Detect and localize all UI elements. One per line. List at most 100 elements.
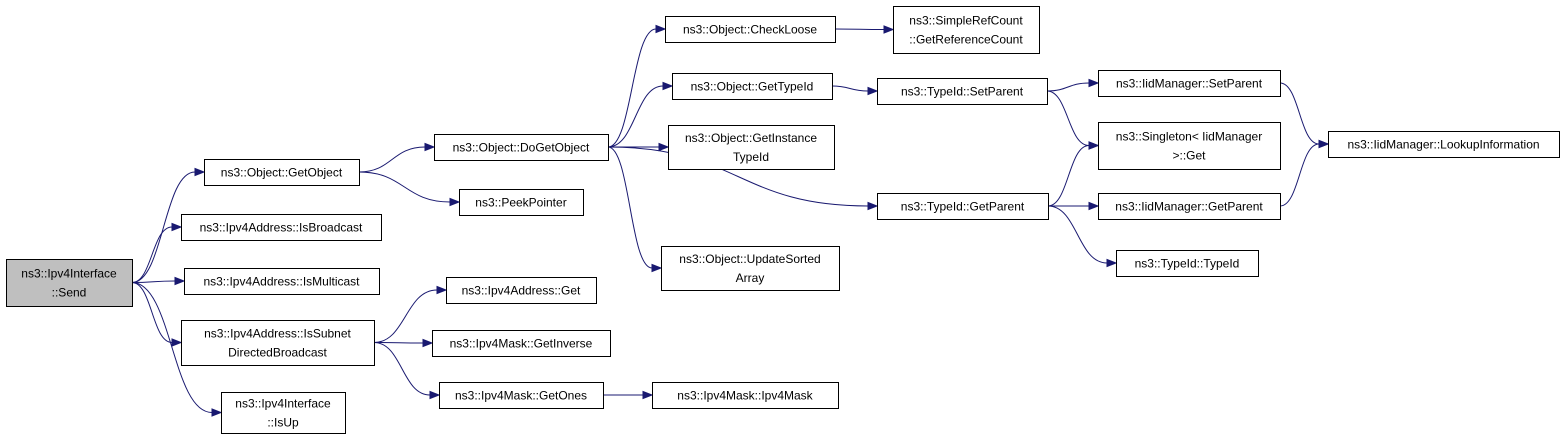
edge-line — [831, 85, 869, 92]
edge-typeidgetparent-to-iidgetparent — [1048, 201, 1100, 211]
edge-arrowhead — [1088, 201, 1100, 211]
node-label: ns3::IidManager::SetParent — [1116, 77, 1263, 91]
edge-line — [1279, 82, 1320, 145]
edge-arrowhead — [194, 167, 206, 177]
edge-checkloose-to-getrefcount — [834, 25, 895, 34]
node-ipv4mask[interactable]: ns3::Ipv4Mask::Ipv4Mask — [652, 382, 839, 409]
node-label: ns3::Ipv4Address::IsSubnet — [204, 327, 351, 341]
node-iidsetparent[interactable]: ns3::IidManager::SetParent — [1098, 70, 1281, 97]
edge-send-to-getobject — [131, 167, 206, 283]
edges-layer — [131, 24, 1330, 417]
node-singletonget[interactable]: ns3::Singleton< IidManager>::Get — [1098, 122, 1281, 170]
node-box — [877, 193, 1049, 220]
edge-arrowhead — [171, 338, 183, 347]
node-isup[interactable]: ns3::Ipv4Interface::IsUp — [221, 392, 346, 434]
node-box — [877, 78, 1048, 105]
node-box — [439, 382, 604, 409]
node-addrget[interactable]: ns3::Ipv4Address::Get — [446, 277, 597, 304]
edge-dogetobject-to-updatesorted — [607, 146, 663, 273]
edge-send-to-isbroadcast — [131, 222, 183, 283]
edge-iidsetparent-to-lookupinfo — [1279, 82, 1330, 149]
node-typeidtypeid[interactable]: ns3::TypeId::TypeId — [1116, 250, 1259, 277]
edge-arrowhead — [174, 276, 186, 286]
edge-send-to-isup — [131, 282, 223, 417]
node-typeidgetparent[interactable]: ns3::TypeId::GetParent — [877, 193, 1049, 220]
edge-arrowhead — [658, 142, 670, 152]
node-getinverse[interactable]: ns3::Ipv4Mask::GetInverse — [432, 330, 611, 357]
node-box — [672, 73, 833, 100]
edge-line — [358, 171, 451, 203]
node-label: ns3::Object::CheckLoose — [683, 23, 817, 37]
node-box — [181, 214, 382, 241]
node-dogetobject[interactable]: ns3::Object::DoGetObject — [434, 134, 609, 161]
edge-typeidgetparent-to-typeidtypeid — [1047, 205, 1118, 268]
edge-arrowhead — [867, 201, 879, 211]
node-getrefcount[interactable]: ns3::SimpleRefCount::GetReferenceCount — [893, 6, 1040, 54]
edge-arrowhead — [867, 86, 879, 96]
node-getobject[interactable]: ns3::Object::GetObject — [204, 159, 360, 186]
edge-line — [607, 146, 869, 207]
node-gettypeid[interactable]: ns3::Object::GetTypeId — [672, 73, 833, 100]
edge-issubnet-to-addrget — [373, 285, 448, 343]
edge-arrowhead — [1318, 139, 1330, 149]
edge-arrowhead — [662, 81, 674, 91]
edge-arrowhead — [655, 24, 667, 34]
node-checkloose[interactable]: ns3::Object::CheckLoose — [665, 16, 836, 43]
node-label: ns3::Ipv4Address::IsMulticast — [203, 275, 360, 289]
node-label: ns3::TypeId::TypeId — [1135, 257, 1240, 271]
edge-line — [1279, 143, 1320, 207]
edge-arrowhead — [429, 390, 441, 400]
node-issubnet[interactable]: ns3::Ipv4Address::IsSubnetDirectedBroadc… — [181, 320, 375, 366]
edge-send-to-ismulticast — [131, 276, 186, 286]
node-label: ::GetReferenceCount — [909, 33, 1023, 47]
node-label: ns3::PeekPointer — [475, 196, 566, 210]
node-box — [652, 382, 839, 409]
node-label: ns3::Ipv4Address::IsBroadcast — [200, 221, 363, 235]
node-label: ::IsUp — [267, 416, 299, 430]
edge-line — [1047, 205, 1108, 264]
node-isbroadcast[interactable]: ns3::Ipv4Address::IsBroadcast — [181, 214, 382, 241]
node-ismulticast[interactable]: ns3::Ipv4Address::IsMulticast — [184, 268, 380, 295]
node-label: TypeId — [733, 150, 769, 164]
node-label: ::Send — [52, 286, 87, 300]
edge-arrowhead — [651, 263, 663, 273]
node-label: ns3::IidManager::GetParent — [1115, 200, 1263, 214]
node-label: ns3::SimpleRefCount — [909, 14, 1023, 28]
node-box — [1328, 131, 1560, 158]
node-send[interactable]: ns3::Ipv4Interface::Send — [6, 259, 133, 307]
node-iidgetparent[interactable]: ns3::IidManager::GetParent — [1098, 193, 1281, 220]
edge-arrowhead — [422, 338, 434, 348]
node-label: ns3::Ipv4Mask::GetOnes — [455, 389, 587, 403]
edge-arrowhead — [1088, 141, 1100, 150]
edge-send-to-issubnet — [131, 282, 183, 347]
edge-arrowhead — [642, 390, 654, 400]
node-box — [1098, 193, 1281, 220]
edge-arrowhead — [449, 197, 461, 207]
edge-getobject-to-peekpointer — [358, 171, 461, 207]
edge-issubnet-to-getones — [373, 342, 441, 400]
edge-issubnet-to-getinverse — [373, 338, 434, 348]
node-label: ns3::Ipv4Address::Get — [462, 284, 581, 298]
node-box — [221, 392, 346, 434]
node-lookupinfo[interactable]: ns3::IidManager::LookupInformation — [1328, 131, 1560, 158]
node-label: ns3::Ipv4Mask::Ipv4Mask — [677, 389, 813, 403]
edge-line — [1047, 145, 1090, 207]
node-label: ns3::Ipv4Interface — [21, 267, 117, 281]
node-box — [1098, 122, 1281, 170]
node-label: ns3::Object::GetTypeId — [691, 80, 814, 94]
node-label: ns3::IidManager::LookupInformation — [1347, 138, 1539, 152]
node-label: ns3::Object::GetInstance — [685, 131, 817, 145]
node-getones[interactable]: ns3::Ipv4Mask::GetOnes — [439, 382, 604, 409]
edge-line — [834, 28, 885, 30]
edge-line — [131, 282, 213, 413]
node-peekpointer[interactable]: ns3::PeekPointer — [459, 189, 584, 216]
node-typeidsetparent[interactable]: ns3::TypeId::SetParent — [877, 78, 1048, 105]
edge-arrowhead — [1088, 78, 1100, 88]
node-box — [459, 189, 584, 216]
node-box — [1098, 70, 1281, 97]
edge-line — [607, 28, 657, 148]
node-box — [661, 246, 840, 291]
